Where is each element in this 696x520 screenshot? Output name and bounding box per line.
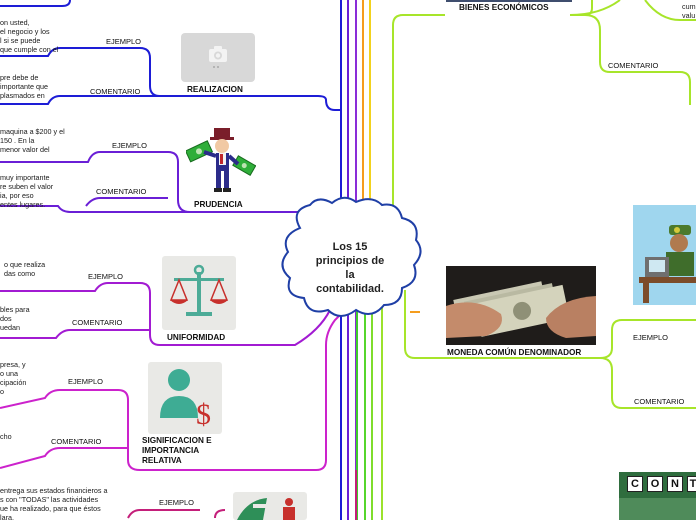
prudencia-comment-text: muy importante re suben el valor ia, por… bbox=[0, 173, 54, 209]
significacion-comment-label[interactable]: COMENTARIO bbox=[51, 437, 102, 446]
camera-placeholder-icon bbox=[181, 33, 255, 82]
worker-desk-image bbox=[633, 205, 696, 305]
bienes-title[interactable]: BIENES ECONÓMICOS bbox=[459, 3, 549, 12]
prudencia-title[interactable]: PRUDENCIA bbox=[194, 200, 243, 209]
moneda-example-label[interactable]: EJEMPLO bbox=[633, 333, 669, 342]
bienes-side-text: cum valu bbox=[682, 2, 696, 20]
central-topic[interactable]: Los 15 principios de la contabilidad. bbox=[315, 241, 385, 295]
realizacion-comment-label[interactable]: COMENTARIO bbox=[90, 87, 141, 96]
bienes-image-strip bbox=[446, 0, 572, 2]
uniformidad-example-text: o que realiza das como bbox=[4, 260, 46, 278]
person-dollar-icon: $ bbox=[148, 362, 222, 434]
banner-letter-n: N bbox=[667, 476, 683, 492]
significacion-example-label[interactable]: EJEMPLO bbox=[68, 377, 104, 386]
realizacion-example-text: on usted, el negocio y los l si se puede… bbox=[0, 18, 59, 54]
man-with-money-icon bbox=[184, 126, 257, 198]
bottom-example-label[interactable]: EJEMPLO bbox=[159, 498, 195, 507]
banner-letter-c: C bbox=[627, 476, 643, 492]
significacion-comment-text: cho bbox=[0, 432, 12, 441]
realizacion-example-label[interactable]: EJEMPLO bbox=[106, 37, 142, 46]
significacion-title[interactable]: SIGNIFICACION E IMPORTANCIA RELATIVA bbox=[142, 436, 212, 465]
bienes-comment-label[interactable]: COMENTARIO bbox=[608, 61, 659, 70]
balance-scale-icon bbox=[162, 256, 236, 330]
uniformidad-title[interactable]: UNIFORMIDAD bbox=[167, 333, 226, 342]
moneda-title[interactable]: MONEDA COMÚN DENOMINADOR bbox=[447, 348, 582, 357]
significacion-example-text: presa, y o una cipación o bbox=[0, 360, 27, 396]
contabilidad-banner: C O N T bbox=[619, 472, 696, 520]
globe-people-icon bbox=[233, 492, 307, 520]
banner-letter-t: T bbox=[687, 476, 696, 492]
uniformidad-comment-text: bles para dos uedan bbox=[0, 305, 30, 332]
realizacion-title[interactable]: REALIZACION bbox=[187, 85, 243, 94]
prudencia-example-text: maquina a $200 y el 150 . En la menor va… bbox=[0, 127, 65, 154]
realizacion-comment-text: pre debe de importante que plasmados en bbox=[0, 73, 48, 100]
svg-text:$: $ bbox=[196, 398, 211, 431]
bottom-example-text: entrega sus estados financieros a s con … bbox=[0, 486, 108, 520]
moneda-comment-label[interactable]: COMENTARIO bbox=[634, 397, 685, 406]
banner-letter-o: O bbox=[647, 476, 663, 492]
prudencia-comment-label[interactable]: COMENTARIO bbox=[96, 187, 147, 196]
uniformidad-comment-label[interactable]: COMENTARIO bbox=[72, 318, 123, 327]
hands-money-photo bbox=[446, 266, 596, 345]
uniformidad-example-label[interactable]: EJEMPLO bbox=[88, 272, 124, 281]
prudencia-example-label[interactable]: EJEMPLO bbox=[112, 141, 148, 150]
